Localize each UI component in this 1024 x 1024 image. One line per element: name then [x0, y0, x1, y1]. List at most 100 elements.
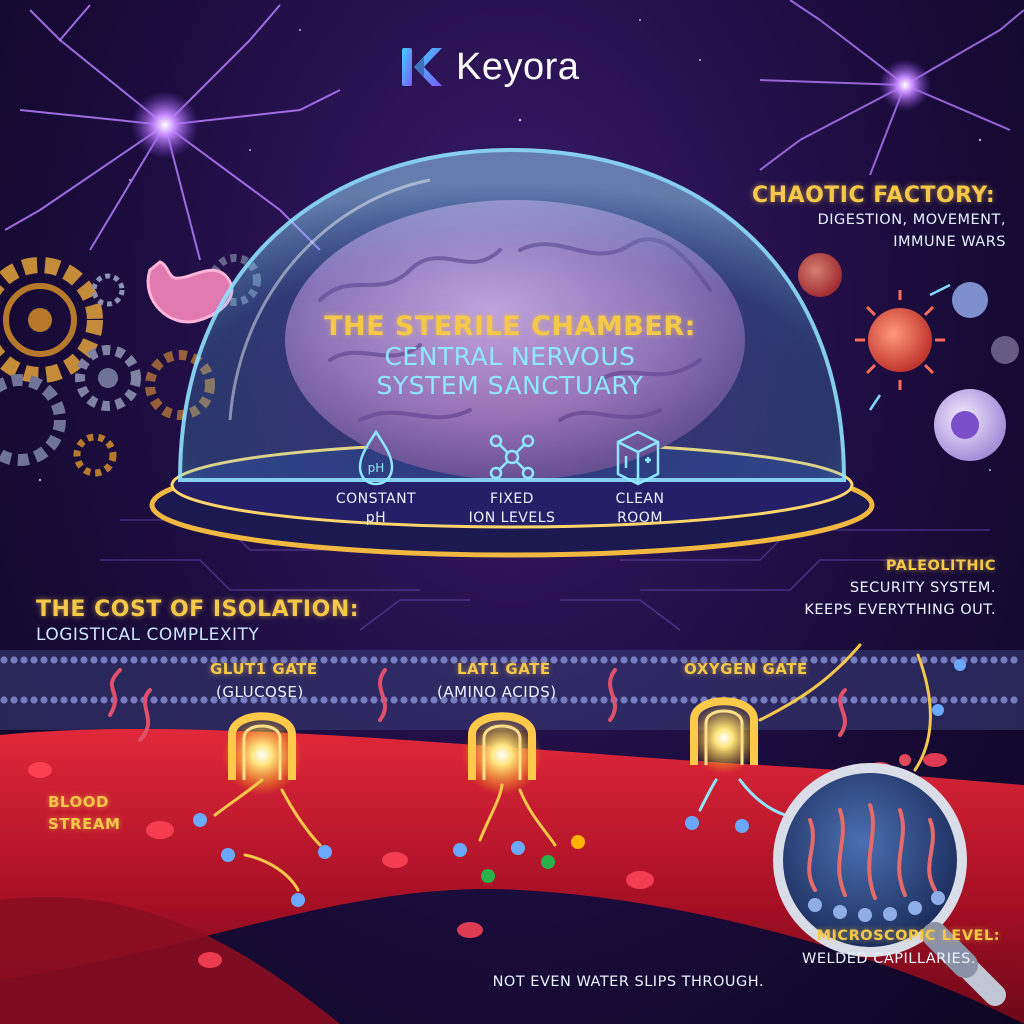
lipid-head	[650, 656, 658, 664]
lipid-head	[280, 656, 288, 664]
lipid-head	[800, 656, 808, 664]
lipid-head	[180, 696, 188, 704]
lipid-head	[210, 656, 218, 664]
lipid-head	[530, 656, 538, 664]
lipid-head	[940, 656, 948, 664]
lipid-head	[0, 656, 8, 664]
lipid-head	[780, 656, 788, 664]
feature-constant-ph: CONSTANT pH	[311, 490, 441, 528]
paleolithic-line1: PALEOLITHIC	[885, 558, 996, 574]
lipid-head	[270, 656, 278, 664]
lipid-head	[910, 656, 918, 664]
lipid-head	[40, 696, 48, 704]
brand-header: Keyora	[398, 44, 579, 90]
lipid-head	[290, 656, 298, 664]
lipid-head	[980, 696, 988, 704]
lipid-head	[480, 696, 488, 704]
lipid-head	[660, 656, 668, 664]
lipid-head	[430, 696, 438, 704]
lipid-head	[820, 656, 828, 664]
immune-cells-icon	[798, 253, 1019, 461]
lipid-head	[1010, 656, 1018, 664]
lipid-head	[470, 696, 478, 704]
lipid-head	[350, 656, 358, 664]
lipid-head	[300, 696, 308, 704]
lipid-head	[200, 696, 208, 704]
lipid-head	[210, 696, 218, 704]
lipid-head	[920, 696, 928, 704]
lipid-head	[370, 656, 378, 664]
lipid-head	[540, 696, 548, 704]
feature-label-line1: CLEAN	[615, 491, 665, 507]
lipid-head	[480, 656, 488, 664]
lipid-head	[860, 696, 868, 704]
lipid-head	[470, 656, 478, 664]
lipid-head	[90, 696, 98, 704]
lipid-head	[850, 656, 858, 664]
lipid-head	[410, 656, 418, 664]
lipid-head	[850, 696, 858, 704]
microscopic-title: MICROSCOPIC LEVEL:	[816, 928, 1000, 944]
lipid-head	[760, 696, 768, 704]
lipid-head	[0, 696, 8, 704]
lipid-head	[430, 656, 438, 664]
lipid-head	[460, 656, 468, 664]
stomach-icon	[146, 260, 234, 324]
lipid-head	[370, 696, 378, 704]
lipid-head	[250, 696, 258, 704]
lipid-head	[330, 656, 338, 664]
lipid-head	[170, 656, 178, 664]
lipid-head	[190, 656, 198, 664]
lipid-head	[790, 656, 798, 664]
lipid-head	[630, 656, 638, 664]
lipid-head	[690, 696, 698, 704]
lipid-head	[440, 656, 448, 664]
chamber-title: THE STERILE CHAMBER:	[324, 311, 696, 342]
lipid-head	[450, 696, 458, 704]
lipid-head	[680, 696, 688, 704]
lipid-head	[900, 696, 908, 704]
lipid-head	[930, 696, 938, 704]
lipid-head	[170, 696, 178, 704]
lipid-head	[330, 696, 338, 704]
lipid-head	[410, 696, 418, 704]
lipid-head	[670, 656, 678, 664]
blood-vessel	[0, 728, 1024, 1024]
lipid-head	[910, 696, 918, 704]
lipid-head	[380, 656, 388, 664]
cost-of-isolation-subtitle: LOGISTICAL COMPLEXITY	[36, 625, 260, 645]
lipid-head	[930, 656, 938, 664]
lipid-head	[190, 696, 198, 704]
oxygen-gate-label: OXYGEN GATE	[684, 660, 808, 678]
lipid-head	[560, 656, 568, 664]
lipid-head	[720, 656, 728, 664]
chamber-subtitle-line2: SYSTEM SANCTUARY	[376, 371, 644, 400]
lipid-head	[760, 656, 768, 664]
lipid-head	[220, 656, 228, 664]
lipid-head	[870, 656, 878, 664]
lipid-head	[600, 696, 608, 704]
lipid-head	[550, 656, 558, 664]
lipid-head	[280, 696, 288, 704]
oxygen-gate-icon	[688, 697, 760, 774]
protective-dome	[177, 147, 847, 482]
lipid-head	[600, 656, 608, 664]
lipid-head	[460, 696, 468, 704]
lipid-head	[10, 696, 18, 704]
feature-label-line1: FIXED	[490, 491, 534, 507]
blood-stream-line2: STREAM	[48, 815, 121, 833]
lipid-head	[1000, 696, 1008, 704]
lipid-head	[310, 696, 318, 704]
magnifier-icon	[773, 763, 1006, 1006]
lipid-head	[800, 696, 808, 704]
lipid-head	[320, 656, 328, 664]
lipid-head	[880, 656, 888, 664]
lipid-head	[30, 696, 38, 704]
lipid-head	[70, 696, 78, 704]
lipid-head	[560, 696, 568, 704]
lipid-head	[30, 656, 38, 664]
lipid-head	[50, 696, 58, 704]
lipid-head	[40, 656, 48, 664]
lipid-head	[140, 656, 148, 664]
